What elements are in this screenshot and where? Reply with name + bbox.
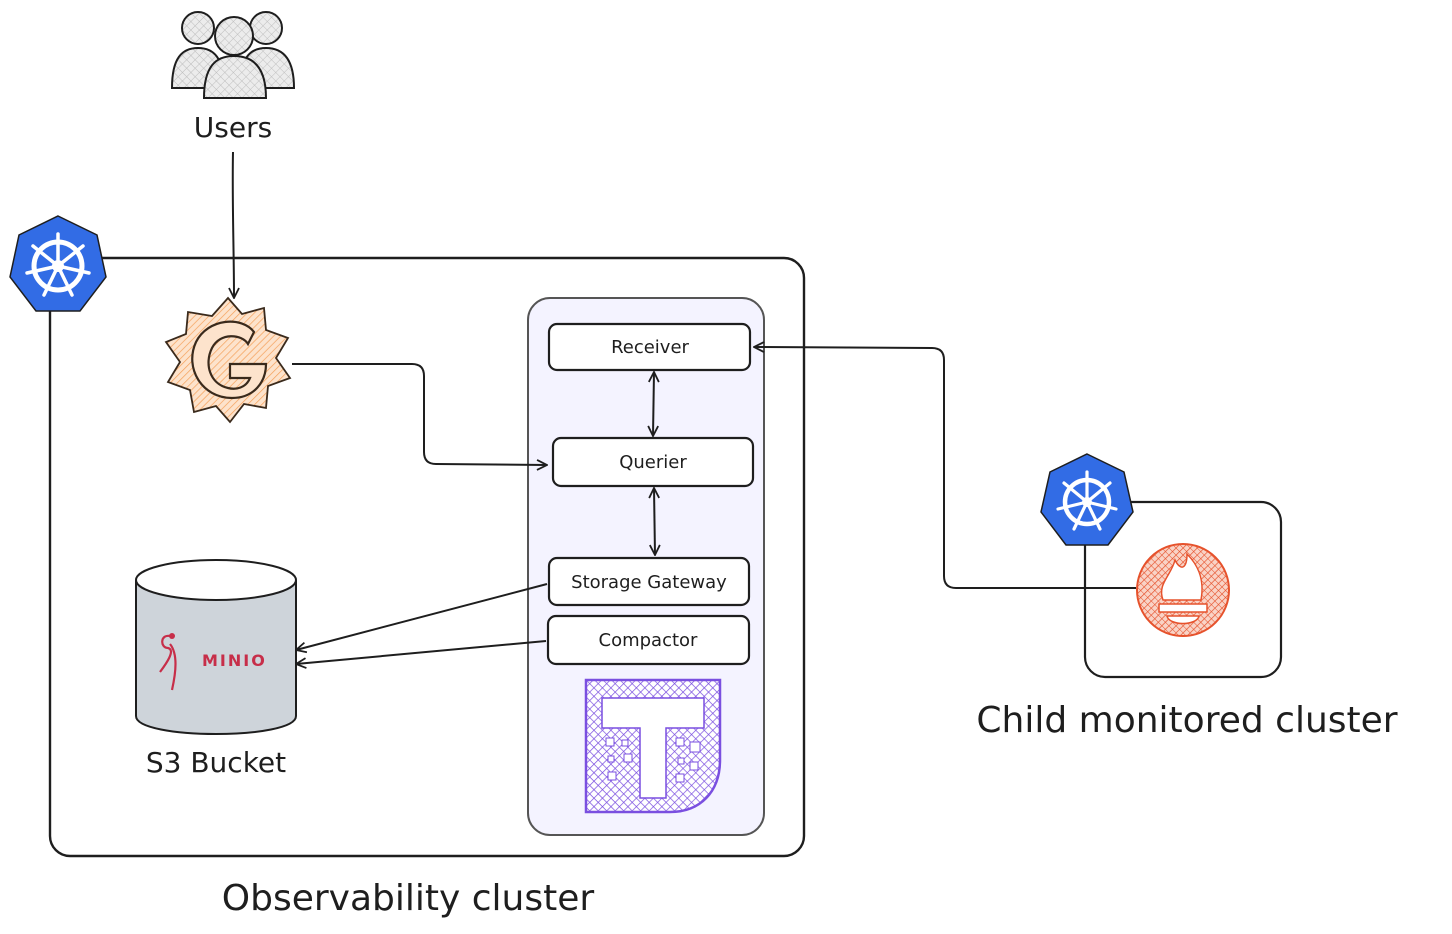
minio-logo-icon xyxy=(159,633,177,691)
edge-compactor-to-s3 xyxy=(296,640,547,664)
observability-cluster-frame xyxy=(48,256,806,858)
edge-storage-gateway-to-s3 xyxy=(296,583,548,650)
s3-bucket-label: S3 Bucket xyxy=(146,746,286,779)
compactor-node: Compactor xyxy=(546,614,751,666)
storage-gateway-node: Storage Gateway xyxy=(547,556,751,607)
grafana-icon xyxy=(164,296,292,424)
thanos-icon xyxy=(584,678,722,814)
receiver-label: Receiver xyxy=(611,337,689,358)
prometheus-icon xyxy=(1136,543,1230,637)
minio-brand-text: MINIO xyxy=(202,651,267,670)
kubernetes-icon xyxy=(1040,453,1134,546)
compactor-label: Compactor xyxy=(599,630,699,651)
child-cluster-frame xyxy=(1083,500,1283,679)
storage-gateway-label: Storage Gateway xyxy=(571,572,727,593)
users-label: Users xyxy=(194,111,272,144)
edge-users-to-grafana xyxy=(233,151,234,298)
child-cluster-label: Child monitored cluster xyxy=(976,700,1397,741)
edge-querier-receiver xyxy=(653,372,654,436)
edge-querier-storage-gateway xyxy=(654,488,655,555)
edge-prometheus-to-receiver xyxy=(754,347,1136,589)
users-icon xyxy=(170,11,296,99)
edge-grafana-to-querier xyxy=(292,363,547,465)
s3-bucket-icon xyxy=(135,559,297,735)
querier-label: Querier xyxy=(619,452,687,473)
querier-node: Querier xyxy=(551,436,755,488)
receiver-node: Receiver xyxy=(547,322,752,372)
kubernetes-icon xyxy=(9,215,107,312)
observability-cluster-label: Observability cluster xyxy=(222,878,595,919)
